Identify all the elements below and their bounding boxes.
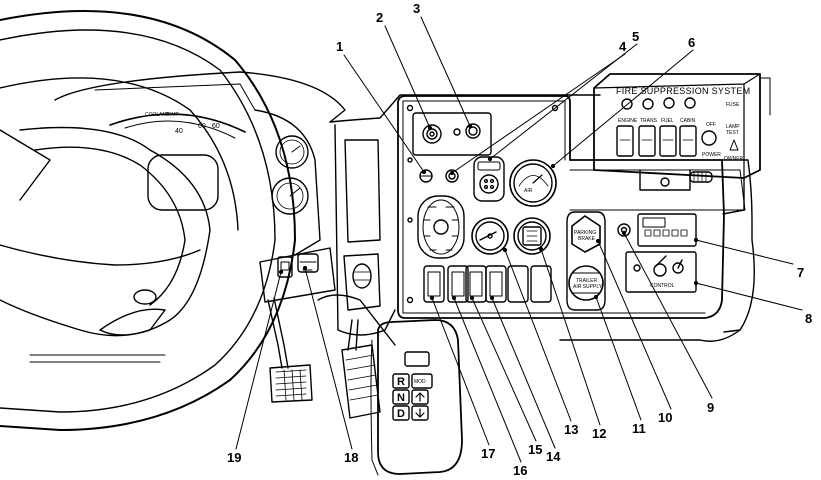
dash-outline	[317, 94, 601, 346]
control-label: CONTROL	[650, 283, 675, 289]
air-pressure-gauge: AIR	[509, 159, 557, 207]
shifter-key-d: D	[397, 408, 405, 420]
rocker-switch-row	[423, 265, 552, 303]
hvac-control	[417, 195, 465, 259]
top-switch-plate	[412, 112, 492, 156]
brake-valves: PARKING BRAKE TRAILER AIR SUPPLY	[566, 211, 606, 311]
callout-7: 7	[797, 265, 804, 280]
fire-lamp-label: LAMP	[726, 124, 740, 130]
pedals	[267, 297, 381, 419]
svg-text:60: 60	[198, 123, 206, 130]
svg-text:COOLANT: COOLANT	[145, 112, 169, 118]
pto-control: CONTROL	[625, 251, 697, 293]
callout-6: 6	[688, 35, 695, 50]
callout-8: 8	[805, 311, 812, 326]
fire-test-label: TEST	[726, 130, 739, 136]
callout-2: 2	[376, 10, 383, 25]
svg-text:AIR: AIR	[524, 188, 533, 194]
callout-3: 3	[413, 1, 420, 16]
parking-brake-sub: BRAKE	[578, 236, 596, 242]
trailer-sub: AIR SUPPLY	[573, 284, 603, 290]
callout-1: 1	[336, 39, 343, 54]
callout-13: 13	[564, 422, 578, 437]
shifter-key-n: N	[397, 392, 405, 404]
fire-fuse-label: FUSE	[726, 102, 740, 108]
diagnostic-connector	[473, 156, 505, 202]
shifter-key-r: R	[397, 376, 405, 388]
gauge-13	[471, 217, 509, 255]
right-controls	[617, 213, 697, 247]
callout-11: 11	[632, 421, 646, 436]
callout-9: 9	[707, 400, 714, 415]
callout-12: 12	[592, 426, 606, 441]
fire-switch-fuel: FUEL	[661, 118, 674, 124]
leader-lines	[235, 16, 803, 463]
right-dash-edge	[559, 159, 755, 342]
callout-14: 14	[546, 449, 561, 464]
callout-17: 17	[481, 446, 495, 461]
fire-system-title: FIRE SUPPRESSION SYSTEM	[616, 86, 750, 96]
parking-brake-label: PARKING	[574, 230, 596, 236]
callout-16: 16	[513, 463, 527, 478]
gauge-12	[513, 217, 551, 255]
callout-5: 5	[632, 29, 639, 44]
fire-switch-trans: TRANS	[640, 118, 658, 124]
shifter-key-mod: MOD	[414, 379, 426, 385]
svg-text:TEMP: TEMP	[165, 112, 180, 118]
callout-numbers: 1 2 3 4 5 6 7 8 9 10 11 12 13 14 15 16 1…	[227, 1, 812, 478]
fire-switch-cabin: CABIN	[680, 118, 696, 124]
fire-switch-engine: ENGINE	[618, 118, 638, 124]
fire-suppression-box: FIRE SUPPRESSION SYSTEM ENGINE TRANS FUE…	[569, 73, 771, 211]
svg-text:40: 40	[175, 128, 183, 135]
callout-15: 15	[528, 442, 542, 457]
transmission-shifter: R MOD N D	[370, 319, 463, 476]
callout-18: 18	[344, 450, 358, 465]
fire-owner-label: OWNER	[724, 156, 744, 162]
callout-4: 4	[619, 39, 627, 54]
left-switch-panel	[259, 247, 336, 303]
fire-power-label: POWER	[702, 152, 721, 158]
svg-text:60: 60	[212, 123, 220, 130]
center-control-panel	[397, 95, 725, 319]
fire-off-label: OFF	[706, 122, 716, 128]
steering-wheel	[0, 10, 296, 431]
callout-19: 19	[227, 450, 241, 465]
trailer-label: TRAILER	[576, 278, 598, 284]
gauge-cluster: 40 60 60 COOLANT TEMP	[54, 71, 346, 256]
callout-10: 10	[658, 410, 672, 425]
